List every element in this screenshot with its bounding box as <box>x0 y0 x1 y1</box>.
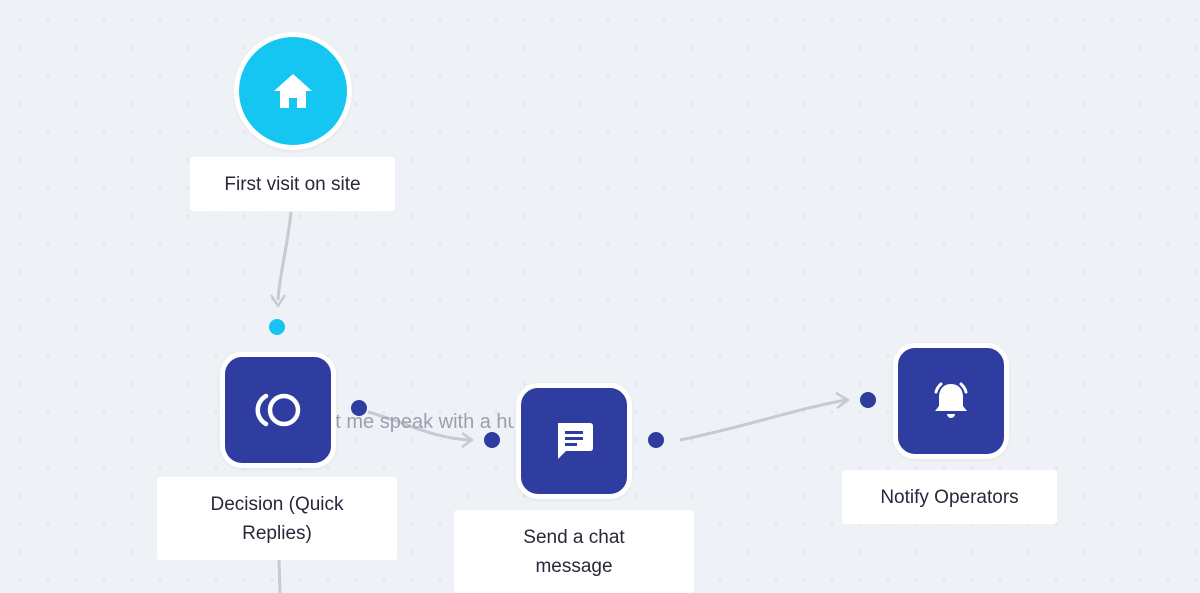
edge-decision-down <box>277 559 282 593</box>
edge-send-to-notify <box>679 398 847 442</box>
trigger-node-label[interactable]: First visit on site <box>190 157 395 211</box>
decision-input-port[interactable] <box>269 319 285 335</box>
edge-send-to-notify-arrow <box>835 391 850 410</box>
notify-node-icon[interactable] <box>893 343 1009 459</box>
quick-replies-icon <box>255 393 301 427</box>
send-message-node-icon[interactable] <box>516 383 632 499</box>
send-message-input-port[interactable] <box>484 432 500 448</box>
trigger-node-icon[interactable] <box>234 32 352 150</box>
decision-output-port[interactable] <box>351 400 367 416</box>
decision-node-icon[interactable] <box>220 352 336 468</box>
edge-decision-to-send <box>367 410 471 442</box>
edge-trigger-to-decision <box>276 211 293 301</box>
edge-decision-to-send-arrow <box>461 431 474 449</box>
chat-message-icon <box>558 423 593 459</box>
edge-label-speak-with-human: Let me speak with a human <box>336 411 514 433</box>
send-message-node-label[interactable]: Send a chat message <box>454 510 694 593</box>
home-icon <box>274 74 312 108</box>
notify-input-port[interactable] <box>860 392 876 408</box>
edge-trigger-to-decision-arrow <box>269 294 287 308</box>
notify-node-label[interactable]: Notify Operators <box>842 470 1057 524</box>
bell-icon <box>934 382 968 418</box>
send-message-output-port[interactable] <box>648 432 664 448</box>
decision-node-label[interactable]: Decision (Quick Replies) <box>157 477 397 560</box>
